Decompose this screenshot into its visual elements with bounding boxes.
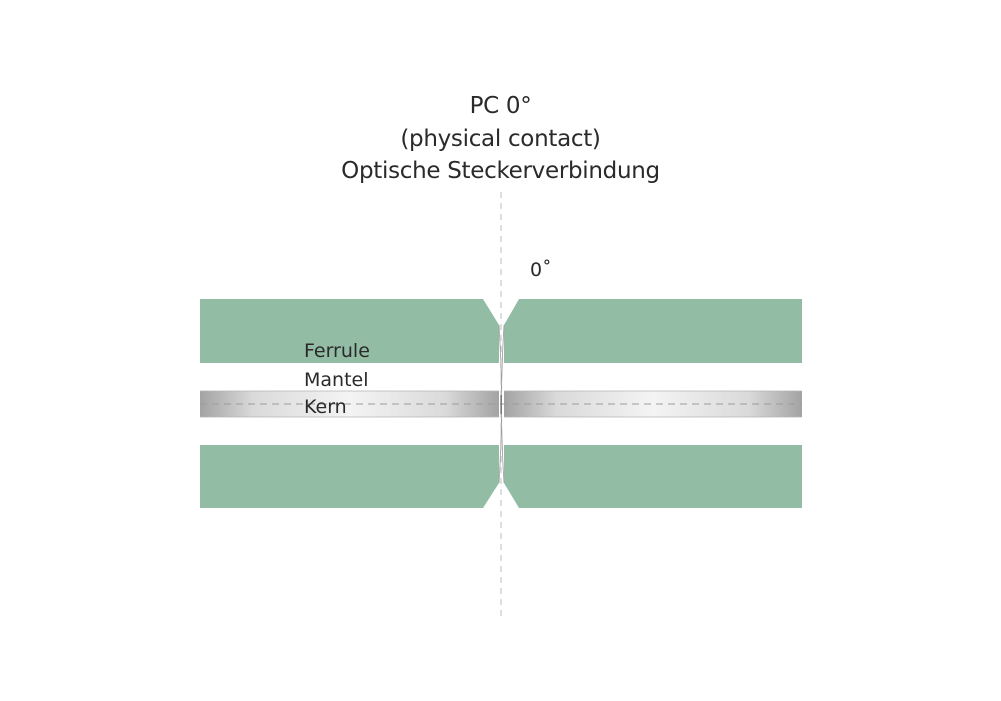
right-mantel-bottom (504, 417, 802, 445)
title-line-1: PC 0° (469, 93, 532, 119)
title-line-2: (physical contact) (400, 126, 601, 152)
kern-label: Kern (304, 396, 347, 418)
title-line-3: Optische Steckerverbindung (341, 158, 660, 184)
ferrule-label: Ferrule (304, 340, 370, 362)
right-connector (504, 299, 802, 508)
left-ferrule-bottom (200, 445, 499, 508)
left-connector (200, 299, 499, 508)
right-ferrule-bottom (504, 445, 802, 508)
left-mantel-top (200, 363, 499, 391)
angle-label: 0˚ (530, 259, 552, 281)
right-mantel-top (504, 363, 802, 391)
mantel-label: Mantel (304, 369, 369, 391)
left-mantel-bottom (200, 417, 499, 445)
left-ferrule-top (200, 299, 499, 363)
right-ferrule-top (504, 299, 802, 363)
